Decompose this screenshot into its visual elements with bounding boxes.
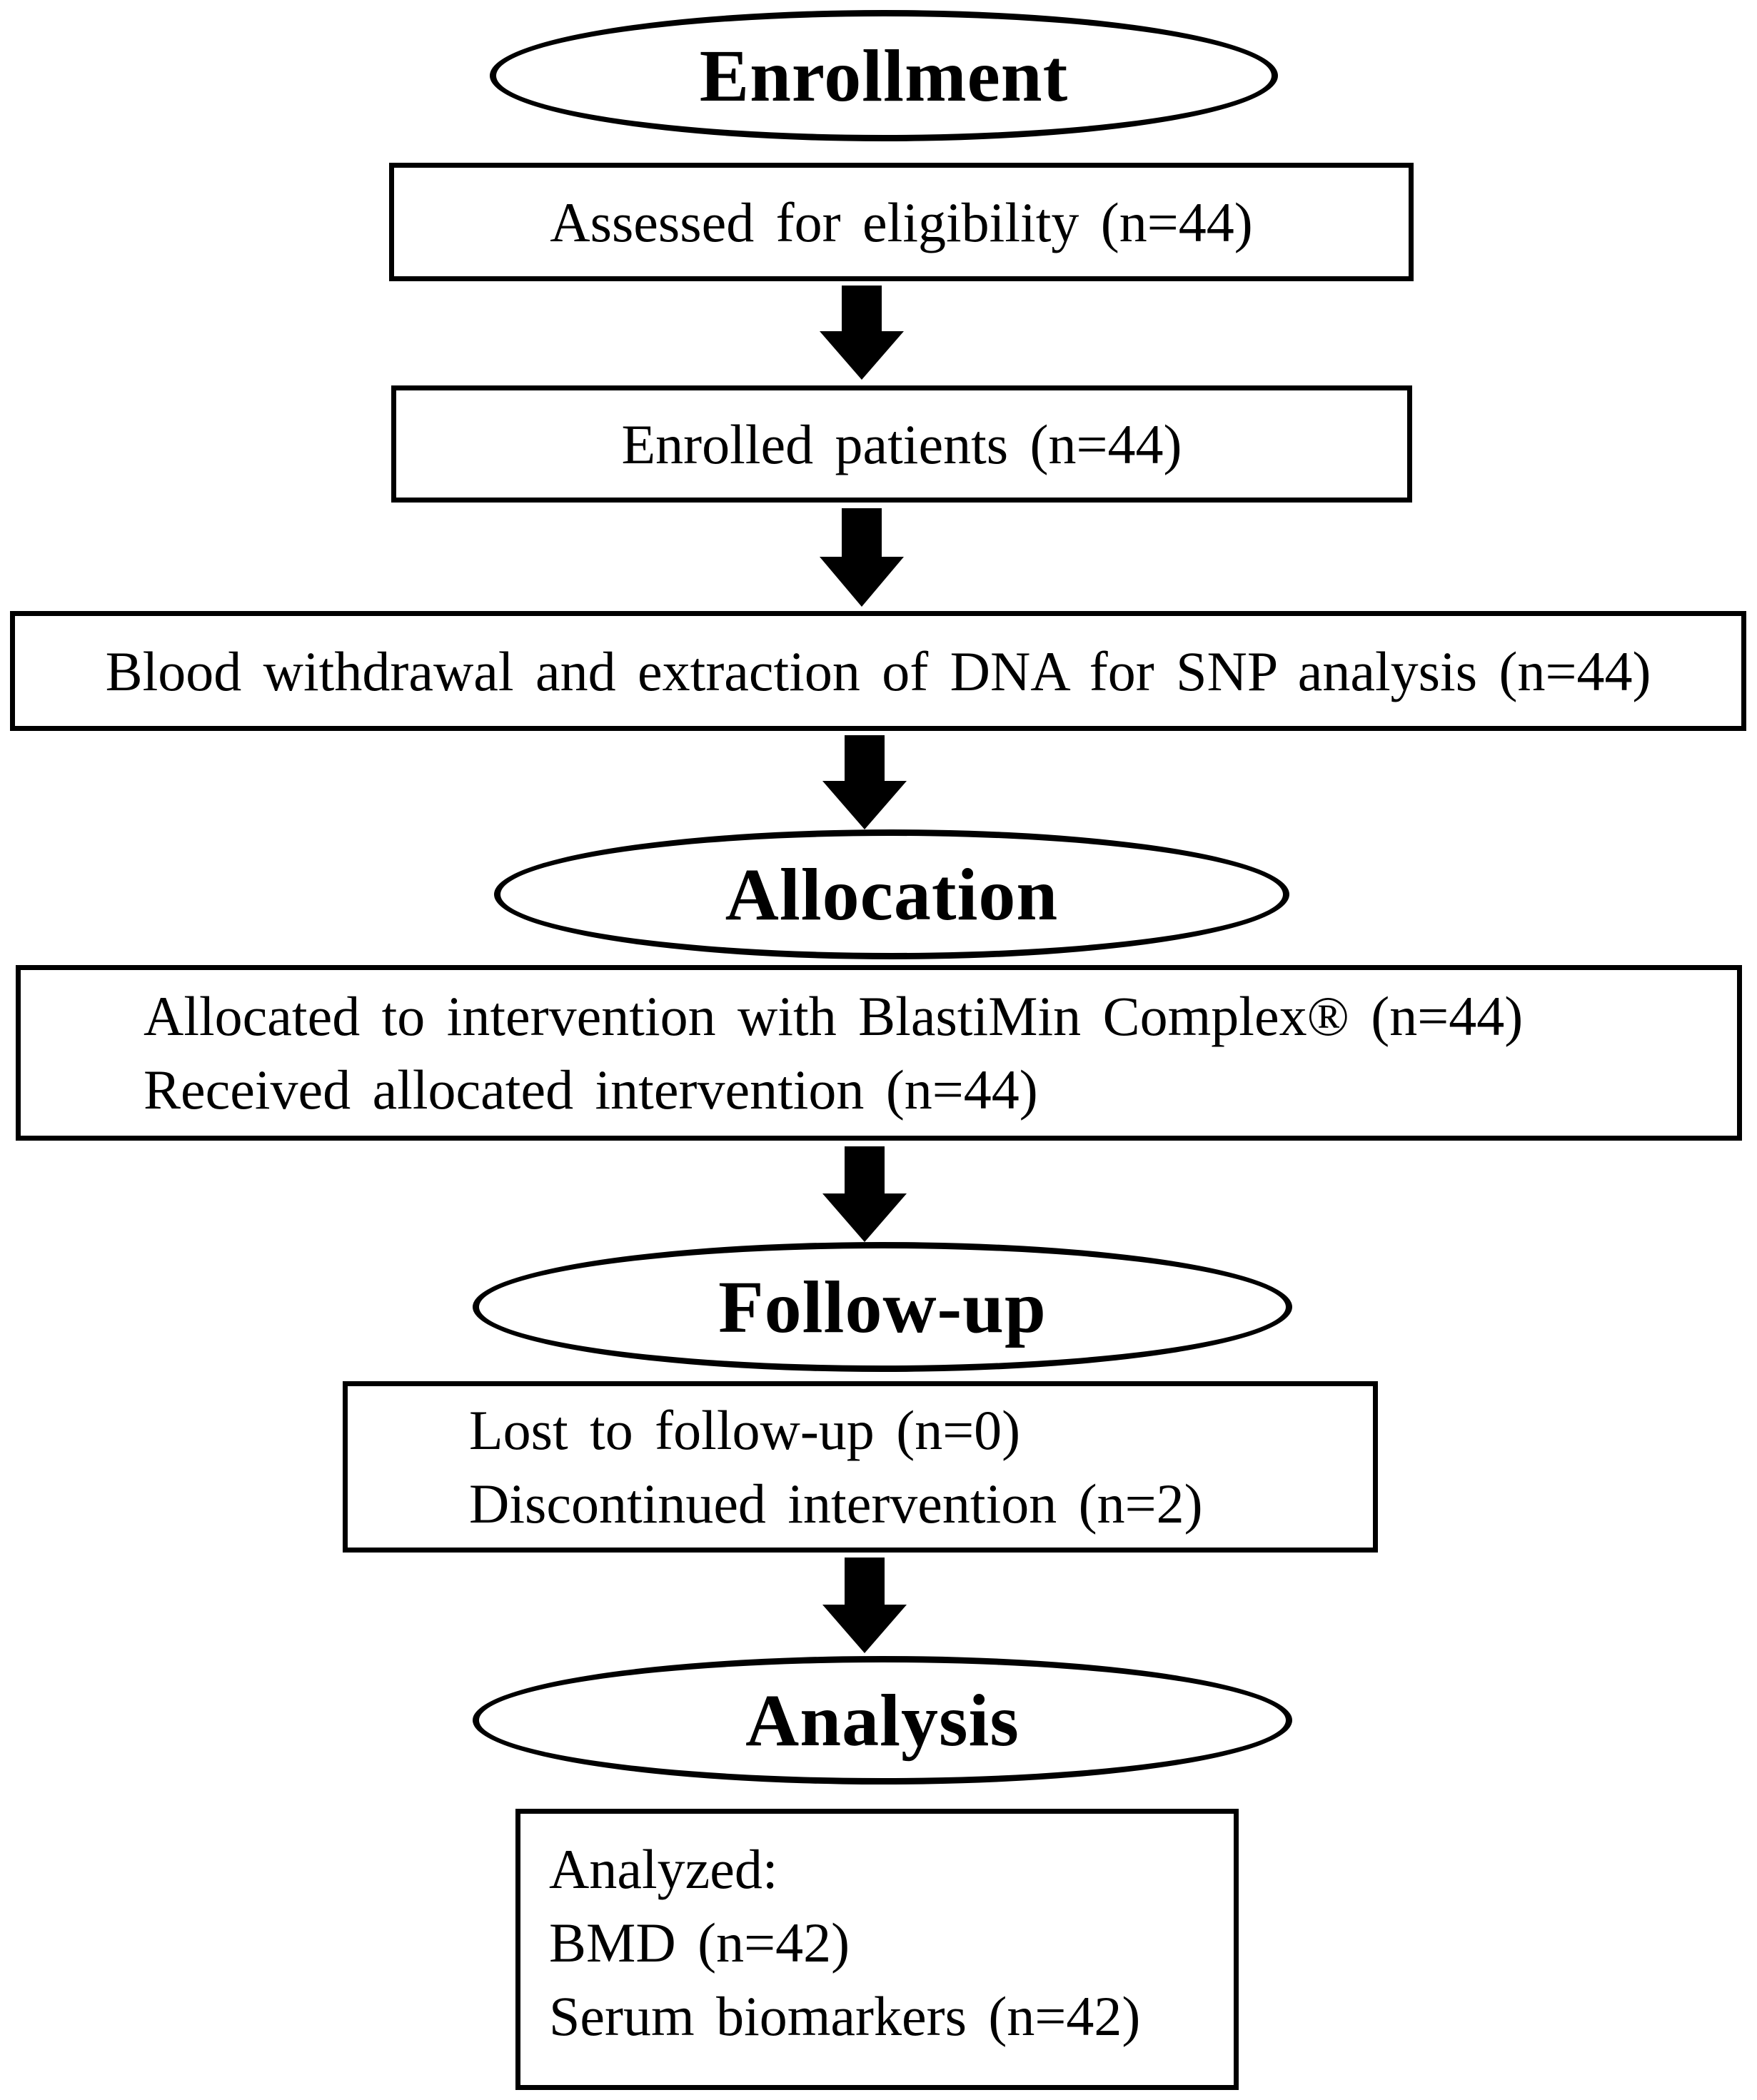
arrow-down-icon: [821, 1146, 908, 1242]
stage-ellipse-enrollment: Enrollment: [490, 10, 1278, 141]
stage-label-follow-up: Follow-up: [718, 1266, 1047, 1348]
box-enrolled-patients: Enrolled patients (n=44): [391, 385, 1412, 503]
lost-to-follow-up-text: Lost to follow-up (n=0): [469, 1399, 1021, 1461]
discontinued-intervention-text: Discontinued intervention (n=2): [469, 1473, 1203, 1535]
blood-withdrawal-text: Blood withdrawal and extraction of DNA f…: [105, 640, 1651, 702]
assessed-eligibility-text: Assessed for eligibility (n=44): [550, 191, 1253, 253]
box-assessed-eligibility: Assessed for eligibility (n=44): [389, 163, 1414, 281]
stage-label-allocation: Allocation: [725, 853, 1059, 936]
arrow-down-icon: [818, 286, 905, 380]
stage-ellipse-analysis: Analysis: [473, 1656, 1292, 1785]
box-analyzed: Analyzed: BMD (n=42) Serum biomarkers (n…: [515, 1809, 1239, 2090]
box-blood-withdrawal: Blood withdrawal and extraction of DNA f…: [10, 611, 1746, 731]
stage-label-analysis: Analysis: [745, 1679, 1020, 1762]
received-intervention-text: Received allocated intervention (n=44): [144, 1059, 1038, 1121]
box-lost-to-follow-up: Lost to follow-up (n=0) Discontinued int…: [343, 1381, 1378, 1553]
arrow-down-icon: [818, 508, 905, 607]
arrow-down-icon: [821, 1558, 908, 1653]
box-allocated-intervention: Allocated to intervention with BlastiMin…: [16, 965, 1742, 1141]
arrow-down-icon: [821, 735, 908, 829]
allocated-intervention-text: Allocated to intervention with BlastiMin…: [144, 985, 1524, 1047]
analyzed-heading-text: Analyzed:: [549, 1838, 778, 1900]
stage-ellipse-follow-up: Follow-up: [473, 1242, 1292, 1372]
enrolled-patients-text: Enrolled patients (n=44): [621, 413, 1182, 475]
analyzed-serum-biomarkers-text: Serum biomarkers (n=42): [549, 1985, 1141, 2047]
stage-ellipse-allocation: Allocation: [494, 829, 1289, 959]
stage-label-enrollment: Enrollment: [699, 34, 1069, 117]
analyzed-bmd-text: BMD (n=42): [549, 1912, 850, 1974]
